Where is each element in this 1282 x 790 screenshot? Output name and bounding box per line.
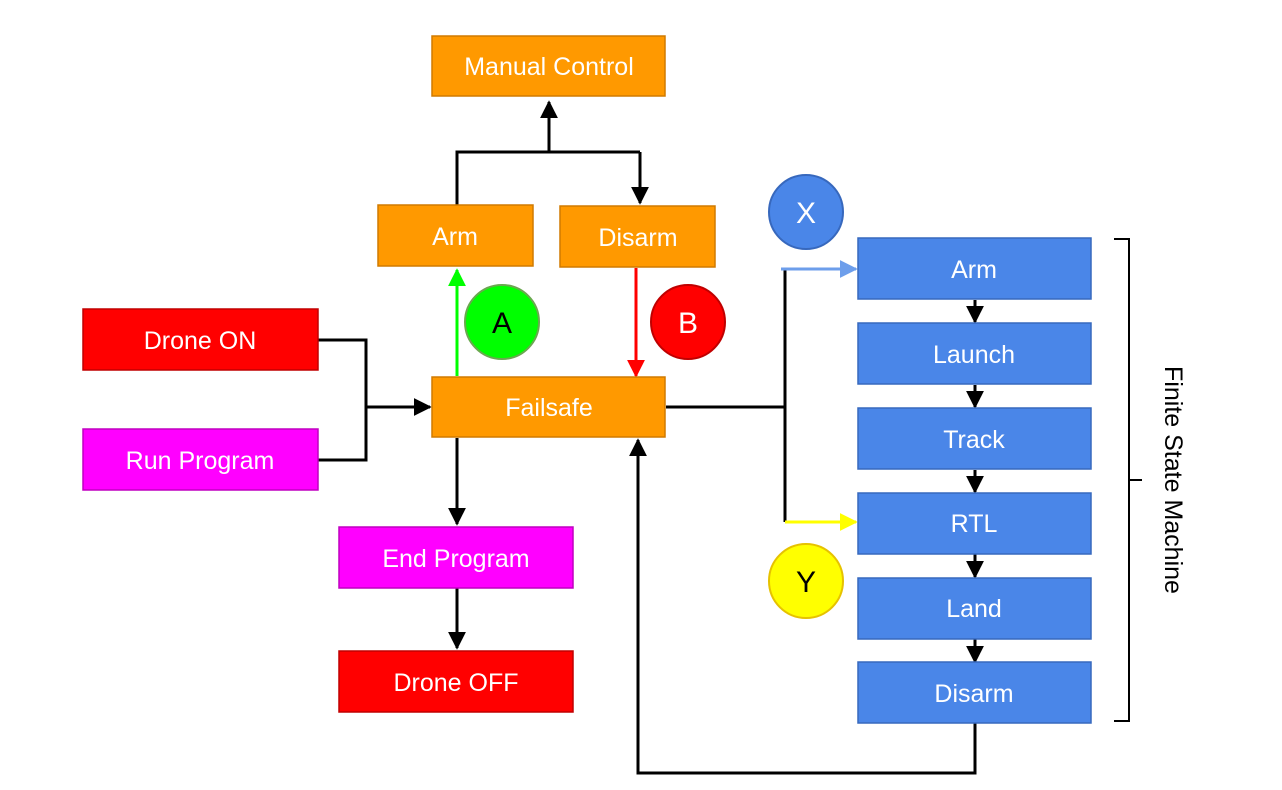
- connector-arm-to-manual: [455, 150, 640, 205]
- marker-x-label: X: [796, 197, 816, 230]
- node-manual-control-label: Manual Control: [464, 53, 634, 81]
- fsm-state-arm[interactable]: Arm: [857, 237, 1092, 300]
- fsm-state-land-label: Land: [946, 595, 1002, 623]
- node-run-program[interactable]: Run Program: [82, 428, 319, 491]
- fsm-state-launch-label: Launch: [933, 341, 1015, 369]
- connectors: [318, 100, 984, 775]
- node-run-program-label: Run Program: [126, 447, 275, 475]
- fsm-bracket: [1114, 238, 1142, 722]
- fsm-state-track[interactable]: Track: [857, 407, 1092, 470]
- node-drone-on[interactable]: Drone ON: [82, 308, 319, 371]
- fsm-state-launch[interactable]: Launch: [857, 322, 1092, 385]
- fsm-state-track-label: Track: [943, 426, 1005, 454]
- node-disarm[interactable]: Disarm: [559, 205, 716, 268]
- node-end-program-label: End Program: [382, 545, 529, 573]
- fsm-state-rtl-label: RTL: [951, 510, 998, 538]
- node-arm-label: Arm: [432, 223, 478, 251]
- node-manual-control[interactable]: Manual Control: [431, 35, 666, 97]
- node-arm[interactable]: Arm: [377, 204, 534, 267]
- marker-b-label: B: [678, 307, 698, 340]
- marker-a-label: A: [492, 307, 512, 340]
- marker-y: Y: [768, 543, 844, 619]
- marker-a: A: [464, 284, 540, 360]
- connector-fsm-disarm-to-failsafe: [629, 438, 977, 775]
- marker-b: B: [650, 284, 726, 360]
- node-failsafe[interactable]: Failsafe: [431, 376, 666, 438]
- marker-y-label: Y: [796, 566, 816, 599]
- fsm-state-land[interactable]: Land: [857, 577, 1092, 640]
- node-failsafe-label: Failsafe: [505, 394, 593, 422]
- node-end-program[interactable]: End Program: [338, 526, 574, 589]
- fsm-state-disarm[interactable]: Disarm: [857, 661, 1092, 724]
- fsm-state-rtl[interactable]: RTL: [857, 492, 1092, 555]
- marker-x: X: [768, 174, 844, 250]
- fsm-state-arm-label: Arm: [951, 256, 997, 284]
- node-drone-off-label: Drone OFF: [393, 669, 518, 697]
- fsm-state-disarm-label: Disarm: [934, 680, 1013, 708]
- connector-drone-on-to-failsafe: [318, 338, 368, 462]
- node-disarm-label: Disarm: [598, 224, 677, 252]
- fsm-label: Finite State Machine: [1159, 366, 1187, 594]
- node-drone-off[interactable]: Drone OFF: [338, 650, 574, 713]
- node-drone-on-label: Drone ON: [144, 327, 257, 355]
